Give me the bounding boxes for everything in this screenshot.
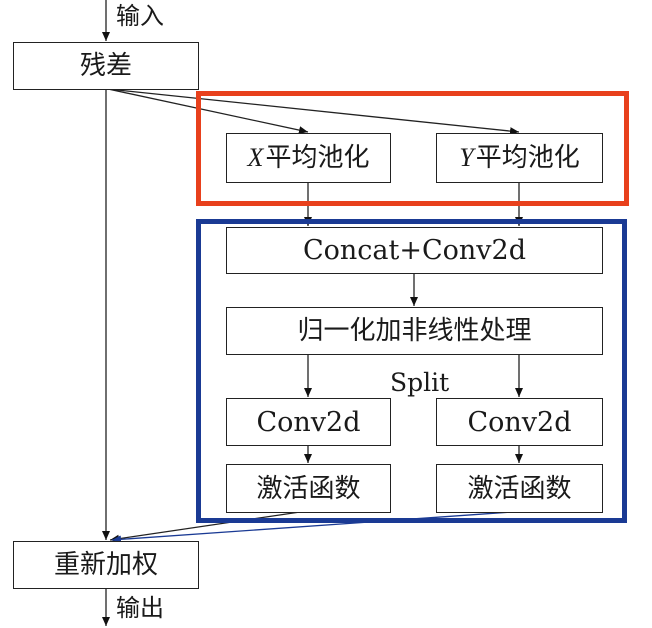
activation-right-node[interactable]: 激活函数 bbox=[436, 464, 603, 513]
x-avg-pool-node[interactable]: X 平均池化 bbox=[226, 133, 391, 183]
concat-conv-label: Concat+Conv2d bbox=[302, 235, 526, 266]
residual-to-ypool bbox=[107, 88, 520, 136]
y-variable: Y bbox=[459, 143, 474, 172]
input-label: 输入 bbox=[116, 2, 164, 30]
act-left-to-reweight bbox=[109, 511, 301, 543]
reweight-label: 重新加权 bbox=[53, 550, 158, 580]
conv-left-label: Conv2d bbox=[256, 406, 361, 438]
activation-right-label: 激活函数 bbox=[467, 473, 572, 504]
y-pool-label: 平均池化 bbox=[475, 143, 580, 173]
act-right-to-reweight bbox=[111, 511, 513, 544]
activation-left-node[interactable]: 激活函数 bbox=[226, 464, 391, 513]
x-variable: X bbox=[247, 143, 264, 172]
residual-node[interactable]: 残差 bbox=[13, 42, 199, 90]
norm-nonlinear-node[interactable]: 归一化加非线性处理 bbox=[226, 307, 603, 355]
conv-left-node[interactable]: Conv2d bbox=[226, 398, 391, 446]
residual-label: 残差 bbox=[79, 51, 132, 81]
attention-group-frame bbox=[196, 219, 627, 523]
norm-nonlinear-label: 归一化加非线性处理 bbox=[297, 316, 532, 346]
concat-conv-node[interactable]: Concat+Conv2d bbox=[226, 227, 603, 274]
conv-right-node[interactable]: Conv2d bbox=[436, 398, 603, 446]
split-label: Split bbox=[390, 368, 450, 397]
reweight-node[interactable]: 重新加权 bbox=[13, 541, 199, 589]
y-avg-pool-node[interactable]: Y 平均池化 bbox=[436, 133, 603, 183]
x-pool-label: 平均池化 bbox=[265, 143, 370, 173]
residual-to-xpool bbox=[107, 88, 309, 135]
conv-right-label: Conv2d bbox=[467, 406, 572, 438]
pooling-group-frame bbox=[196, 91, 629, 206]
output-label: 输出 bbox=[116, 594, 164, 622]
activation-left-label: 激活函数 bbox=[256, 473, 361, 504]
